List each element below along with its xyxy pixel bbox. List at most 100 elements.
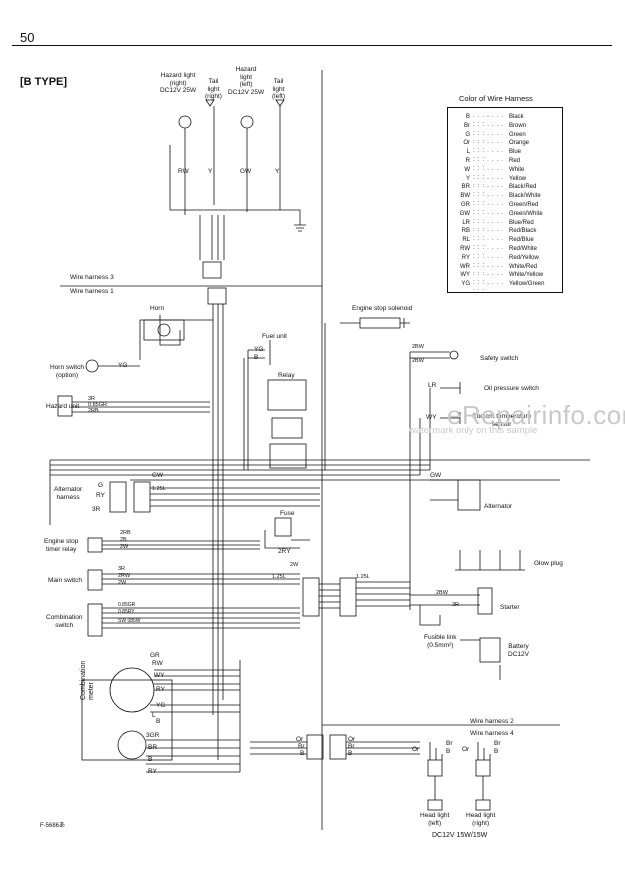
wire-label-2b-timer: 2B <box>120 537 127 543</box>
oil-pressure-switch-label: Oil pressure switch <box>484 385 539 392</box>
tail-light-right-label: Tail light (right) <box>205 78 222 100</box>
legend-code: GR <box>461 202 470 208</box>
legend-code: Br <box>464 122 470 129</box>
page-number: 50 <box>20 30 35 45</box>
battery-body <box>479 637 501 663</box>
legend-code: GW <box>459 210 470 217</box>
wire-label-br-meter: BR <box>148 744 158 751</box>
legend-row: LR· · · · · · · · · ·Blue/Red <box>448 220 562 232</box>
wire-label-b2-meter: B <box>148 756 153 763</box>
wire-label-gw-alternator: GW <box>430 472 442 479</box>
wire-label-2w-main: 2W <box>118 580 127 586</box>
wire-label-3r-starter: 3R <box>452 602 460 608</box>
wire-harness-2-label: Wire harness 2 <box>470 718 514 725</box>
alt-harness-connector-1 <box>109 481 127 513</box>
legend-row: RB· · · · · · · · · ·Red/Black <box>448 228 562 240</box>
wire-label-g-alt: G <box>98 482 104 489</box>
wire-label-125l-alt: 1.25L <box>152 486 166 492</box>
head-light-left-label: Head light (left) <box>420 812 450 827</box>
header-rule <box>12 45 612 46</box>
wire-label-085gr-hazard: 0.85GR <box>88 402 107 408</box>
wire-label-y-top-2: Y <box>275 168 280 175</box>
legend-dots: · · · · · · · · · · <box>473 193 504 206</box>
wire-label-b-center-r: B <box>348 750 353 757</box>
legend-color-name: Yellow <box>509 175 527 182</box>
legend-dots: · · · · · · · · · · <box>473 237 504 250</box>
legend-dots: · · · · · · · · · · <box>473 263 504 276</box>
horn-switch-circle <box>85 359 99 373</box>
legend-color-name: Blue <box>509 149 522 156</box>
wire-label-2w-timer: 2W <box>120 544 129 550</box>
wire-label-br-center: Br <box>298 743 305 750</box>
fuse-box <box>274 517 292 537</box>
legend-row: BW· · · · · · · · · ·Black/White <box>448 193 562 206</box>
legend-dots: · · · · · · · · · · <box>473 166 504 179</box>
legend-row: WR· · · · · · · · · ·White/Red <box>448 263 562 276</box>
wire-label-085ry-comb: 0.85RY <box>118 609 135 615</box>
coolant-temperature-sensor-label: Coolant temperature sensor <box>472 413 532 428</box>
wire-label-3r-alt: 3R <box>92 506 101 513</box>
battery-label: Battery DC12V <box>508 643 529 658</box>
legend-color-name: Red/Blue <box>509 237 534 244</box>
hazard-light-right-label: Hazard light (right) DC12V 25W <box>160 72 197 94</box>
starter-label: Starter <box>500 604 520 611</box>
hazard-unit-label: Hazard unit <box>46 403 80 410</box>
legend-row: B· · · · · · · · · ·Black <box>448 114 562 126</box>
legend-row: RL· · · · · · · · · ·Red/Blue <box>448 237 562 250</box>
alternator-body <box>457 479 481 511</box>
wire-label-2w-fuse: 2W <box>290 562 299 568</box>
legend-code: G <box>465 131 470 138</box>
legend-code: RY <box>461 254 470 261</box>
relay-label: Relay <box>278 372 295 379</box>
main-switch-box <box>87 569 103 591</box>
head-light-right-label: Head light (right) <box>466 812 496 827</box>
headlight-center-connector-left <box>306 734 324 760</box>
legend-dots: · · · · · · · · · · <box>473 122 504 135</box>
safety-switch-circle <box>449 350 459 360</box>
engine-stop-solenoid-body <box>359 317 401 329</box>
legend-row: RW· · · · · · · · · · Red/White <box>448 246 562 258</box>
legend-dots: · · · · · · · · · · <box>473 184 504 197</box>
legend-color-name: Brown <box>509 122 527 129</box>
junction-connector-left <box>302 577 320 617</box>
wire-label-3r-hazard: 3R <box>88 396 96 402</box>
legend-dots: · · · · · · · · · · <box>473 246 504 258</box>
legend-code: RB <box>461 228 470 235</box>
meter-connector-lower <box>117 730 147 760</box>
legend-row: YG· · · · · · · · · ·Yellow/Green <box>448 281 562 293</box>
wire-label-gr-meter: GR <box>150 652 160 659</box>
legend-color-name: Black <box>509 114 524 120</box>
legend-color-name: Yellow/Green <box>509 281 545 288</box>
legend-code: BR <box>461 184 470 191</box>
wire-label-l-meter: L <box>152 712 156 719</box>
alternator-label: Alternator <box>484 503 513 510</box>
wire-label-125l-junction: 1.25L <box>272 574 286 580</box>
timer-relay-box <box>87 537 103 553</box>
wire-label-ry-meter: RY <box>156 686 165 693</box>
wire-label-b-center: B <box>300 750 305 757</box>
hazard-unit-box <box>57 395 73 417</box>
tail-light-left-label: Tail light (left) <box>272 78 285 100</box>
starter-body <box>477 587 493 615</box>
legend-row: BR· · · · · · · · · · Black/Red <box>448 184 562 197</box>
legend-code: WR <box>460 263 470 270</box>
wire-harness-4-label: Wire harness 4 <box>470 730 514 737</box>
legend-color-name: Black/Red <box>509 184 537 191</box>
harness-1-connector <box>207 287 227 305</box>
wire-label-b-hl: B <box>446 748 451 755</box>
legend-dots: · · · · · · · · · · <box>473 254 504 267</box>
legend-color-name: Red/White <box>509 246 538 252</box>
wire-label-2bw-starter: 2BW <box>436 590 448 596</box>
combination-switch-label: Combination switch <box>46 614 83 629</box>
legend-row: RY· · · · · · · · · ·Red/Yellow <box>448 254 562 267</box>
wire-label-sw-comb: SW 085W <box>118 618 141 624</box>
legend-code: BW <box>460 193 470 200</box>
legend-code: W <box>464 166 470 173</box>
legend-row: WY· · · · · · · · · ·White/Yellow <box>448 272 562 284</box>
fuel-unit-label: Fuel unit <box>262 333 287 340</box>
legend-code: RW <box>460 246 470 252</box>
legend-code: B <box>465 114 470 120</box>
legend-color-name: Orange <box>509 140 530 147</box>
alternator-harness-label: Alternator harness <box>54 486 83 501</box>
